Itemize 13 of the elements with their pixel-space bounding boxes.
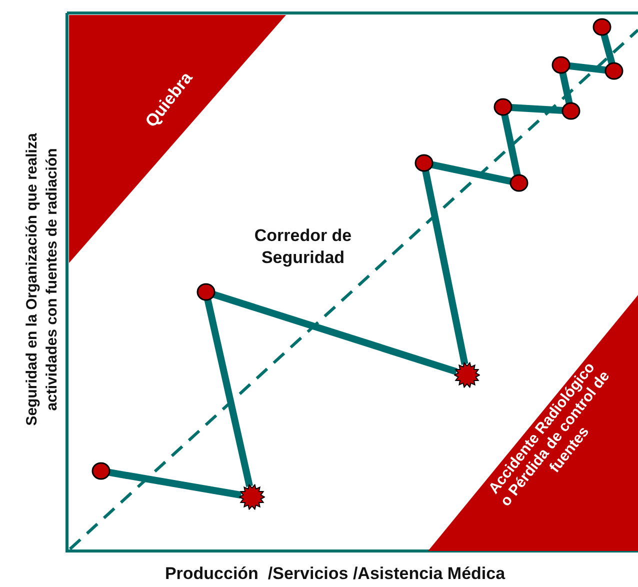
- connector-line: [108, 468, 242, 499]
- connector-line: [568, 62, 606, 74]
- connector-line: [212, 291, 458, 375]
- x-axis-label: Producción /Servicios /Asistencia Médica: [164, 563, 506, 585]
- connector-line: [422, 170, 468, 365]
- connector-line: [501, 114, 521, 176]
- connector-line: [510, 104, 564, 114]
- corridor-label: Corredor de Seguridad: [253, 225, 353, 270]
- connector-line: [204, 299, 253, 488]
- connector-line: [559, 72, 573, 104]
- connector-line: [600, 34, 616, 64]
- y-axis-label: Seguridad en la Organización que realiza actividades con fuentes de radiación: [22, 132, 61, 428]
- connector-line: [431, 161, 512, 185]
